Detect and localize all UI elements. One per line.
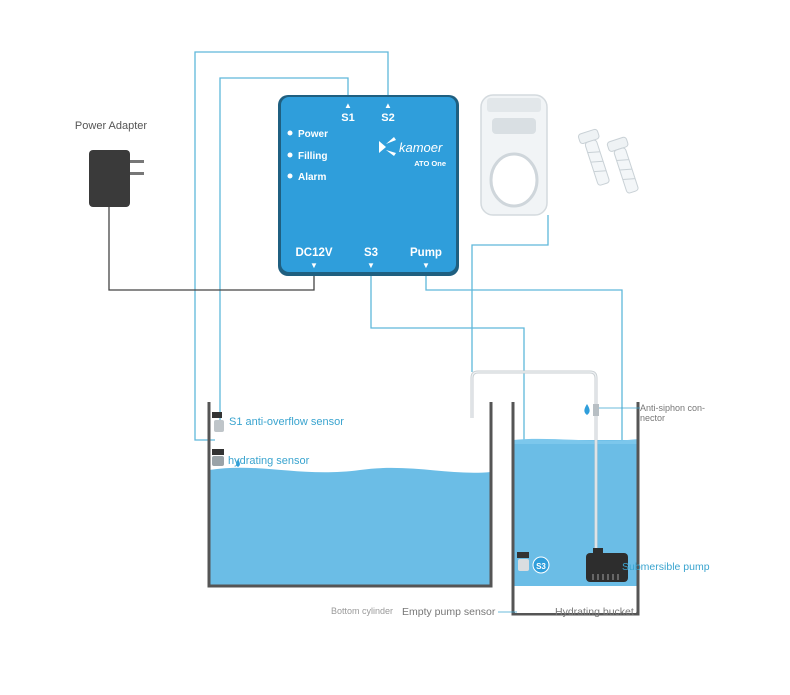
pump-wire xyxy=(425,268,623,555)
water-drop-icon xyxy=(584,404,590,415)
submersible-pump-icon xyxy=(586,548,628,582)
s1-wire xyxy=(219,77,349,420)
power-cord xyxy=(108,205,315,291)
anti-siphon-label-1: Anti-siphon con- xyxy=(640,403,705,413)
port-s1-arrow: ▲ xyxy=(344,101,352,110)
empty-pump-sensor-label: Empty pump sensor xyxy=(402,606,496,618)
power-adapter-label: Power Adapter xyxy=(75,120,147,132)
ato-controller: ▲ S1 ▲ S2 Power Filling Alarm kamoer ATO… xyxy=(278,95,459,276)
port-s2-label: S2 xyxy=(381,112,394,124)
hydrating-sensor-label: hydrating sensor xyxy=(228,455,310,467)
bottom-cylinder-tank xyxy=(207,402,493,588)
bracket-pointer-line xyxy=(471,215,549,372)
mounting-bracket-icon xyxy=(480,94,548,216)
port-pump-arrow: ▼ xyxy=(422,261,430,270)
s3-badge-label: S3 xyxy=(536,562,546,571)
submersible-pump-label: Submersible pump xyxy=(622,561,710,573)
kamoer-logo-icon xyxy=(379,137,396,156)
siphon-tube xyxy=(470,370,599,555)
port-s3-arrow: ▼ xyxy=(367,261,375,270)
bottom-cylinder-label: Bottom cylinder xyxy=(331,606,393,616)
bottom-cylinder-water xyxy=(209,467,491,586)
anti-siphon-label-2: nector xyxy=(640,413,665,423)
port-dc12v-arrow: ▼ xyxy=(310,261,318,270)
s1-sensor-label: S1 anti-overflow sensor xyxy=(229,416,344,428)
hydrating-bucket-label: Hydrating bucket xyxy=(555,606,634,618)
wires xyxy=(108,51,623,555)
power-indicator-label: Power xyxy=(298,129,328,140)
port-s1-label: S1 xyxy=(341,112,354,124)
hydrating-bucket-tank xyxy=(511,402,640,616)
controller-face xyxy=(281,97,456,272)
alarm-indicator-label: Alarm xyxy=(298,172,326,183)
screws-icon xyxy=(577,128,639,194)
alarm-indicator-dot xyxy=(287,173,293,179)
hydrating-sensor-icon xyxy=(212,449,240,467)
model-name: ATO One xyxy=(414,159,446,168)
s2-wire xyxy=(194,51,389,441)
empty-pump-sensor-icon: S3 xyxy=(517,552,550,574)
brand-name: kamoer xyxy=(399,140,443,155)
filling-indicator-label: Filling xyxy=(298,151,327,162)
power-indicator-dot xyxy=(287,130,293,136)
port-pump-label: Pump xyxy=(410,247,442,259)
anti-siphon-connector-icon xyxy=(593,404,599,416)
port-s3-label: S3 xyxy=(364,247,378,259)
anti-overflow-sensor-icon xyxy=(212,412,224,432)
port-dc12v-label: DC12V xyxy=(295,247,332,259)
s3-badge xyxy=(532,556,550,574)
port-s2-arrow: ▲ xyxy=(384,101,392,110)
filling-indicator-dot xyxy=(287,152,293,158)
power-adapter: Power Adapter xyxy=(75,120,147,207)
